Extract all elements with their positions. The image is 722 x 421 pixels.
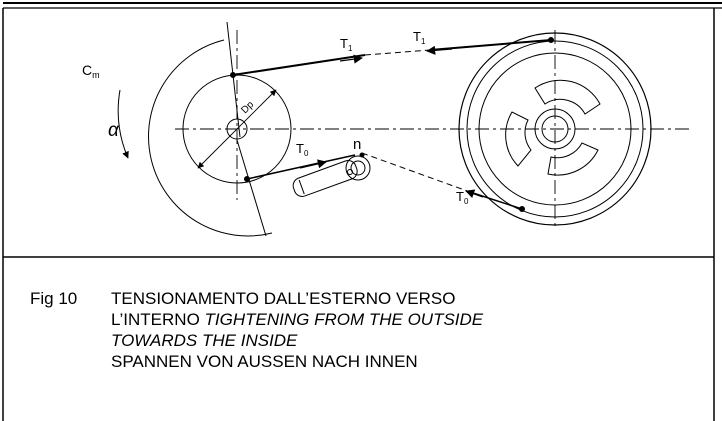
caption-line-english: TOWARDS THE INSIDE: [111, 331, 298, 350]
tension-label-t1-left: T1: [340, 36, 353, 53]
torque-arrow: [117, 89, 129, 159]
caption-line-german: SPANNEN VON AUSSEN NACH INNEN: [111, 352, 418, 371]
tension-label-t1-right: T1: [413, 29, 426, 46]
caption-text: TENSIONAMENTO DALL’ESTERNO VERSO L’INTER…: [111, 288, 483, 372]
pitch-diameter-label: Dp: [239, 99, 256, 116]
torque-label: Cm: [82, 62, 100, 80]
caption-line-italian: TENSIONAMENTO DALL’ESTERNO VERSO: [111, 289, 456, 308]
caption-english-start: TIGHTENING FROM THE OUTSIDE: [204, 310, 484, 329]
driven-pulley: [458, 32, 652, 226]
caption-italian-end: L’INTERNO: [111, 310, 205, 329]
centre-lines: [175, 30, 690, 230]
belt: [230, 37, 554, 212]
tension-label-t0-upper: T0: [296, 141, 309, 158]
tension-arrows: [299, 45, 484, 199]
tensioner-idler: [292, 152, 371, 197]
alpha-label: α: [108, 120, 120, 141]
tension-label-t0-lower: T0: [456, 189, 469, 206]
caption-line-2: L’INTERNO TIGHTENING FROM THE OUTSIDE: [111, 309, 483, 330]
figure-number: Fig 10: [30, 289, 78, 308]
idler-label: n: [353, 136, 361, 153]
